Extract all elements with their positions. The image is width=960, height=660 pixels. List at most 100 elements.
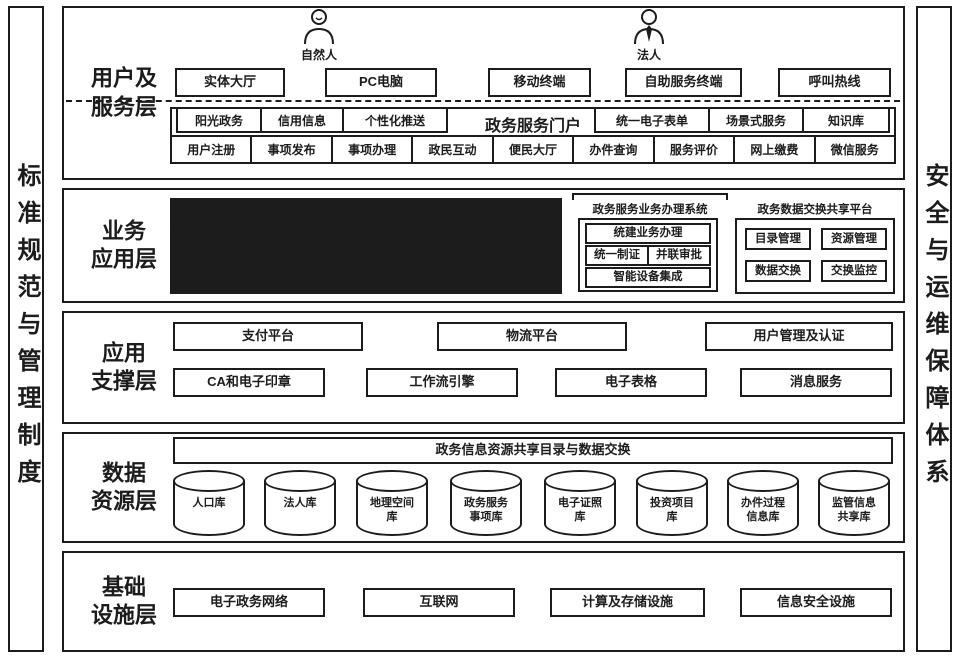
right-pillar-label: 安全与运维保障体系: [921, 162, 948, 496]
mgmt-cell: 物流配套: [406, 226, 452, 239]
channel-portal-divider: [66, 100, 900, 102]
exchange-item: 资源管理: [821, 228, 887, 250]
infra-box-info-security: 信息安全设施: [740, 588, 892, 617]
service-management-grid: 预约管理 政务服务管理平台 移动办公 综合受理 绩效管理 网上支付 物流配套 中…: [172, 200, 560, 292]
support-box-logistics: 物流平台: [437, 322, 627, 351]
channel-box-pc: PC电脑: [325, 68, 437, 97]
mgmt-cell: 业务监管: [406, 250, 452, 262]
exchange-platform-box: 目录管理 资源管理 数据交换 交换监控: [735, 218, 895, 294]
mgmt-cell: 电子档案: [484, 250, 530, 262]
infra-box-compute-storage: 计算及存储设施: [550, 588, 705, 617]
natural-person-label: 自然人: [300, 48, 337, 62]
layer-infrastructure-label: 基础 设施层: [90, 573, 157, 628]
cylinder-top-icon: [636, 470, 708, 492]
legal-person-icon: [630, 8, 668, 45]
exchange-item: 交换监控: [821, 260, 887, 282]
layer-user-service: 用户及 服务层 自然人 法人 实体大厅: [62, 6, 905, 180]
mgmt-cell: 统计分析: [250, 273, 296, 286]
database-cylinder-case-process: 办件过程信息库: [727, 470, 799, 536]
mgmt-cell: 应用支撑: [328, 273, 374, 286]
portal-cell: 用户注册: [172, 137, 251, 162]
portal-top-left-group: 阳光政务 信用信息 个性化推送: [176, 107, 448, 133]
natural-person-icon: [300, 8, 338, 45]
portal-cell: 服务评价: [654, 137, 734, 162]
channel-box-hotline: 呼叫热线: [778, 68, 891, 97]
mgmt-cell: 政民互动: [172, 250, 218, 262]
layer-business-application-label: 业务 应用层: [90, 217, 157, 272]
right-pillar-security: 安全与运维保障体系: [916, 6, 952, 652]
support-box-workflow: 工作流引擎: [366, 368, 518, 397]
biz-system-item: 统一制证: [585, 245, 649, 266]
portal-cell: 信用信息: [262, 109, 342, 131]
cylinder-top-icon: [356, 470, 428, 492]
portal-bottom-row: 用户注册 事项发布 事项办理 政民互动 便民大厅 办件查询 服务评价 网上缴费 …: [170, 135, 896, 164]
layer-application-support: 应用 支撑层 支付平台 物流平台 用户管理及认证 CA和电子印章 工作流引擎 电…: [62, 311, 905, 424]
mgmt-cell: 用户管理: [172, 273, 218, 286]
service-portal-title: 政务服务门户: [484, 118, 581, 135]
database-cylinder-supervision: 监管信息共享库: [818, 470, 890, 536]
portal-cell: 知识库: [804, 109, 888, 131]
mgmt-cell: 绩效管理: [250, 226, 296, 239]
biz-system-title: 政务服务业务办理系统: [592, 204, 708, 216]
portal-cell: 场景式服务: [710, 109, 802, 131]
mgmt-cell: 网上支付: [328, 226, 374, 239]
portal-cell: 个性化推送: [344, 109, 446, 131]
portal-cell: 事项办理: [332, 137, 412, 162]
database-cylinder-population: 人口库: [173, 470, 245, 536]
layer-data-resource: 数据 资源层 政务信息资源共享目录与数据交换 人口库 法人库 地理空间库 政务服…: [62, 432, 905, 543]
exchange-item: 数据交换: [745, 260, 811, 282]
service-management-platform: 预约管理 政务服务管理平台 移动办公 综合受理 绩效管理 网上支付 物流配套 中…: [170, 198, 562, 294]
infra-box-internet: 互联网: [363, 588, 515, 617]
biz-system-bracket: [572, 193, 728, 200]
service-management-platform-title: 政务服务管理平台: [250, 203, 342, 215]
layer-business-application: 业务 应用层 预约管理 政务服务管理平台 移动办公 综合受理 绩效管理 网上支付…: [62, 188, 905, 303]
portal-cell: 微信服务: [815, 137, 894, 162]
support-box-user-auth: 用户管理及认证: [705, 322, 893, 351]
channel-box-self-service: 自助服务终端: [625, 68, 742, 97]
portal-cell: 事项发布: [252, 137, 331, 162]
biz-system-box: 统建业务办理 统一制证 并联审批 智能设备集成: [578, 218, 718, 292]
mgmt-cell: 与市级共享平台对接: [406, 273, 510, 286]
layer-infrastructure: 基础 设施层 电子政务网络 互联网 计算及存储设施 信息安全设施: [62, 551, 905, 652]
portal-cell: 办件查询: [574, 137, 653, 162]
support-box-ca-seal: CA和电子印章: [173, 368, 325, 397]
left-pillar-standards: 标准规范与管理制度: [8, 6, 44, 652]
cylinder-top-icon: [264, 470, 336, 492]
service-portal-box: 政务服务门户 阳光政务 信用信息 个性化推送 统一电子表单 场景式服务 知识库 …: [170, 107, 896, 164]
infra-box-egov-network: 电子政务网络: [173, 588, 325, 617]
cylinder-top-icon: [450, 470, 522, 492]
legal-person-label: 法人: [636, 48, 661, 62]
mgmt-cell: 事项管理: [250, 250, 296, 262]
support-box-eform: 电子表格: [555, 368, 707, 397]
portal-top-right-group: 统一电子表单 场景式服务 知识库: [594, 107, 890, 133]
portal-cell: 网上缴费: [735, 137, 814, 162]
database-cylinder-e-license: 电子证照库: [544, 470, 616, 536]
exchange-platform-title: 政务数据交换共享平台: [757, 204, 873, 216]
layer-user-service-label: 用户及 服务层: [90, 65, 157, 119]
channel-box-hall: 实体大厅: [175, 68, 285, 97]
cylinder-top-icon: [818, 470, 890, 492]
biz-system-item: 统建业务办理: [585, 223, 711, 244]
layer-application-support-label: 应用 支撑层: [90, 339, 157, 394]
legal-person-actor: 法人: [630, 8, 668, 63]
layer-data-resource-label: 数据 资源层: [90, 459, 157, 514]
mgmt-cell: 综合受理: [172, 226, 218, 239]
left-pillar-label: 标准规范与管理制度: [13, 162, 40, 496]
portal-cell: 阳光政务: [178, 109, 260, 131]
portal-cell: 便民大厅: [493, 137, 573, 162]
mgmt-cell: 预约管理: [172, 203, 218, 215]
support-box-message: 消息服务: [740, 368, 892, 397]
mgmt-cell: 中介服务: [484, 226, 530, 239]
mgmt-cell: 运行管理: [328, 250, 374, 262]
portal-cell: 政民互动: [413, 137, 492, 162]
natural-person-actor: 自然人: [300, 8, 338, 63]
support-box-payment: 支付平台: [173, 322, 363, 351]
database-cylinder-geospatial: 地理空间库: [356, 470, 428, 536]
mgmt-cell: 移动办公: [484, 203, 530, 215]
portal-cell: 统一电子表单: [596, 109, 708, 131]
database-cylinder-legal: 法人库: [264, 470, 336, 536]
database-cylinder-service-items: 政务服务事项库: [450, 470, 522, 536]
cylinder-top-icon: [173, 470, 245, 492]
channel-box-mobile: 移动终端: [488, 68, 591, 97]
